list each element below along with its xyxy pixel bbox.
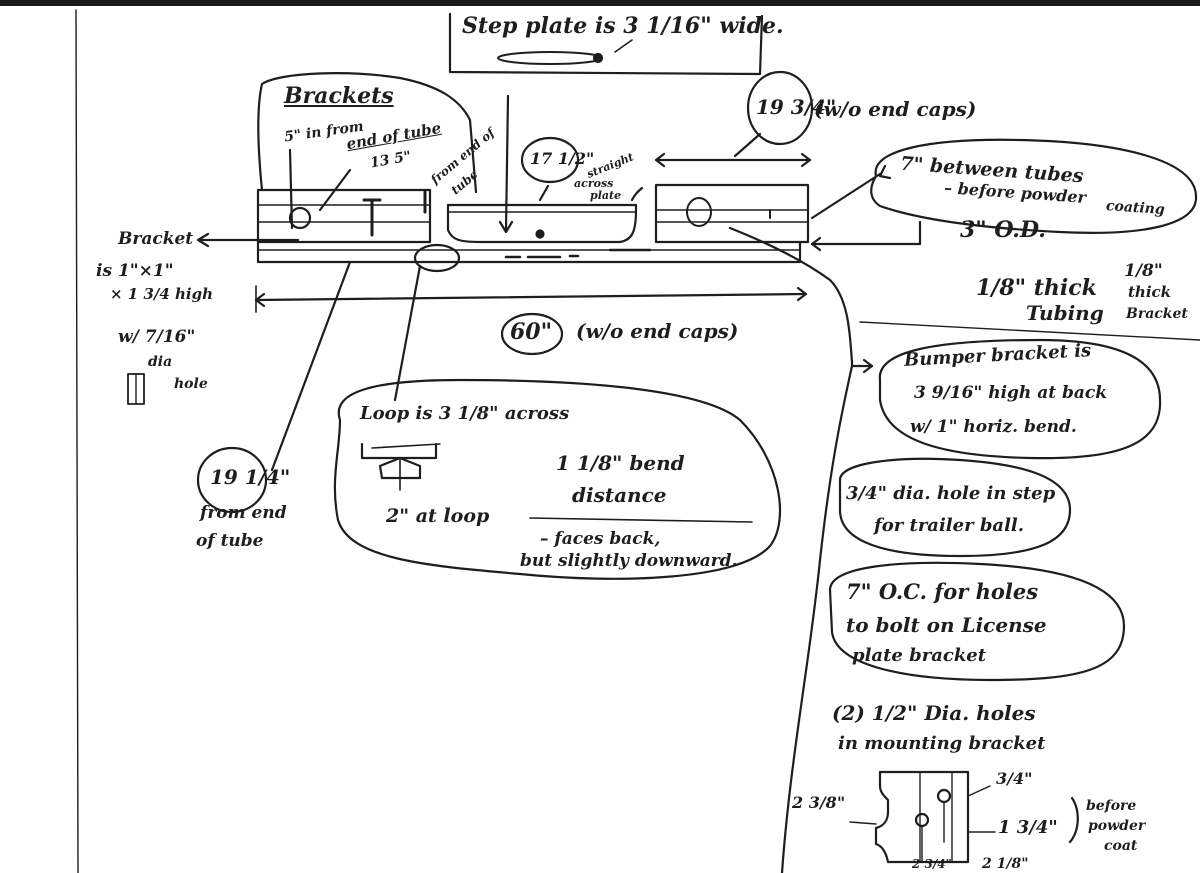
eighth-thick-a: 1/8" thick — [976, 275, 1097, 301]
hitch-note-b: for trailer ball. — [874, 515, 1025, 536]
bend-note-b: distance — [572, 483, 667, 507]
bumper-note-b: 3 9/16" high at back — [914, 383, 1108, 403]
scan-top-edge — [0, 0, 1200, 6]
hitch-note-a: 3/4" dia. hole in step — [846, 483, 1056, 504]
sixty-bubble — [500, 312, 564, 356]
bottom-tube — [256, 240, 802, 264]
dim-34: 3/4" — [996, 769, 1033, 788]
bend-note-a: 1 1/8" bend — [556, 451, 685, 475]
license-note-c: plate bracket — [852, 645, 987, 666]
eighth-bracket-a: 1/8" — [1124, 261, 1163, 281]
step-plate-note: Step plate is 3 1/16" wide. — [462, 13, 784, 39]
nineteen-three-label: 19 3/4" — [756, 95, 837, 119]
step-plate-hole — [592, 52, 604, 64]
nineteen-quarter-bubble — [196, 446, 268, 514]
mounting-bracket — [874, 770, 970, 864]
left-tube — [256, 188, 432, 244]
left-bracket-hole — [288, 206, 312, 230]
right-tube — [654, 183, 810, 244]
from-end-a: from end — [200, 503, 287, 523]
brackets-label: Brackets — [284, 83, 394, 109]
between-tubes-bubble — [870, 138, 1198, 234]
before-note-b: powder — [1088, 818, 1146, 834]
eighth-bracket-b: thick — [1128, 283, 1172, 301]
dim-134: 1 3/4" — [998, 817, 1058, 838]
right-bracket-hole — [686, 197, 712, 227]
bumper-note-c: w/ 1" horiz. bend. — [910, 417, 1077, 437]
three-od-label: 3" O.D. — [960, 217, 1046, 243]
dim-238: 2 3/8" — [792, 793, 846, 812]
loop-across-note: Loop is 3 1/8" across — [360, 403, 570, 424]
straight-note-c: plate — [590, 189, 622, 202]
faces-note-a: – faces back, — [540, 529, 661, 549]
seventeen-bubble — [520, 136, 580, 184]
brackets-bubble — [257, 72, 478, 194]
license-bubble — [828, 561, 1126, 682]
mount-note-a: (2) 1/2" Dia. holes — [832, 701, 1036, 725]
step-plate-box — [448, 12, 764, 76]
bracket-size-b: is 1"×1" — [96, 261, 174, 281]
sixty-label: 60" — [510, 319, 553, 345]
two-at-loop-note: 2" at loop — [386, 505, 490, 527]
wo-end-caps-bottom: (w/o end caps) — [576, 319, 739, 343]
seventeen-label: 17 1/2" — [530, 149, 595, 168]
eighth-bracket-c: Bracket — [1126, 306, 1188, 322]
loop-bubble — [333, 378, 782, 580]
hitch-bubble — [838, 457, 1072, 558]
faces-note-b: but slightly downward. — [520, 551, 738, 571]
nineteen-three-bubble — [746, 70, 814, 146]
dim-bottom-b: 2 1/8" — [982, 856, 1029, 872]
mount-note-b: in mounting bracket — [838, 733, 1046, 754]
license-note-b: to bolt on License — [846, 613, 1047, 637]
step-plate-shape — [497, 51, 603, 65]
bracket-size-a: Bracket — [118, 229, 194, 249]
bracket-size-f: hole — [174, 376, 208, 392]
bracket-size-d: w/ 7/16" — [118, 327, 196, 347]
bumper-bubble — [878, 338, 1162, 460]
margin-line — [75, 9, 79, 873]
from-end-b: of tube — [196, 531, 264, 551]
bracket-size-e: dia — [148, 354, 173, 370]
license-note-a: 7" O.C. for holes — [846, 579, 1039, 604]
before-note-c: coat — [1104, 838, 1138, 854]
nineteen-quarter-label: 19 1/4" — [210, 465, 291, 489]
wo-end-caps-top: (w/o end caps) — [814, 97, 977, 121]
eighth-thick-b: Tubing — [1026, 301, 1104, 325]
dim-bottom-a: 2 3/4" — [912, 857, 952, 871]
bracket-size-c: × 1 3/4 high — [110, 285, 214, 303]
straight-note-b: across — [574, 177, 614, 190]
before-note-a: before — [1086, 798, 1137, 814]
